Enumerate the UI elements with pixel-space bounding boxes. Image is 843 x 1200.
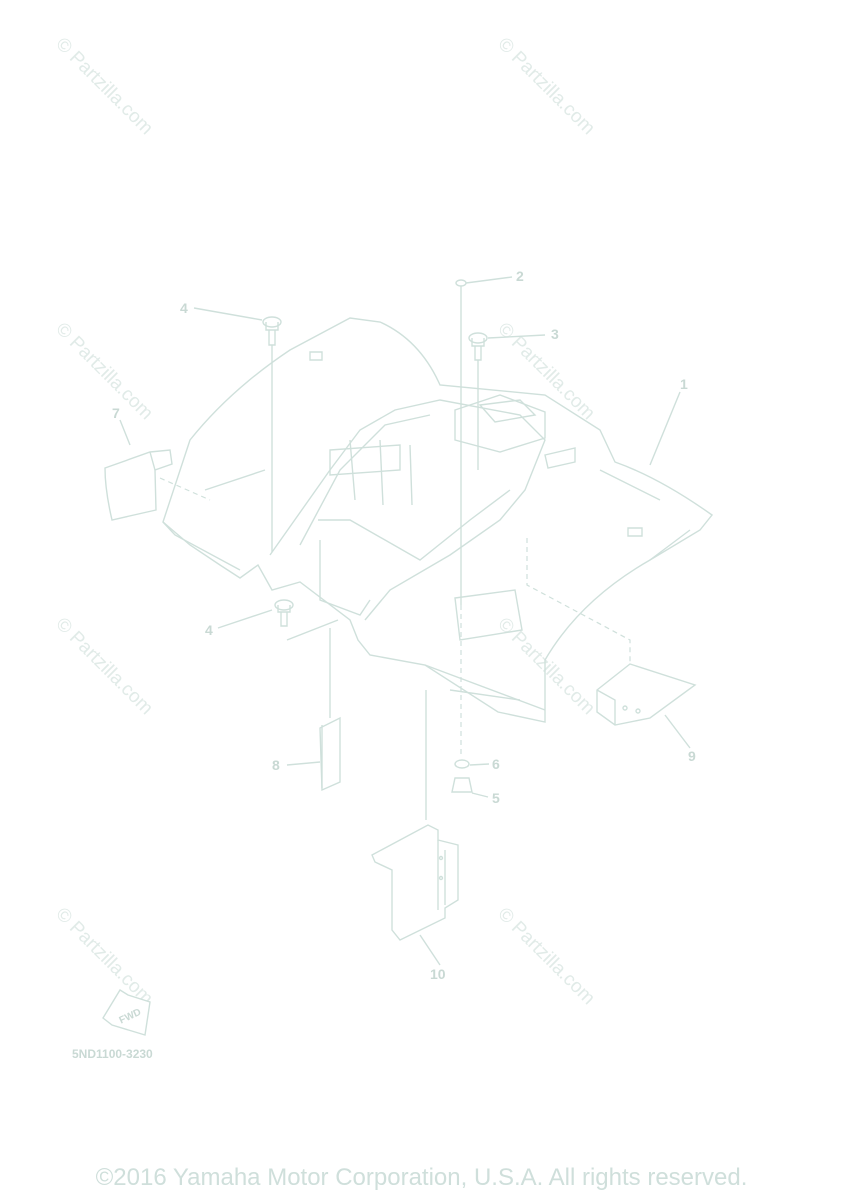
guard-part-10 — [371, 690, 459, 941]
watermark: © Partzilla.com — [51, 904, 156, 1009]
diagram-code: 5ND1100-3230 — [72, 1047, 153, 1061]
mud-flap-right-part — [526, 538, 697, 726]
mud-flap-left-part — [104, 449, 211, 521]
watermark: © Partzilla.com — [51, 34, 156, 139]
leader-lines — [119, 276, 691, 966]
callout-1: 1 — [680, 376, 688, 392]
callout-9: 9 — [688, 748, 696, 764]
watermark: © Partzilla.com — [493, 319, 598, 424]
rear-fender-part — [162, 317, 714, 723]
watermark: © Partzilla.com — [493, 614, 598, 719]
watermarks: © Partzilla.com © Partzilla.com © Partzi… — [51, 34, 598, 1009]
fwd-arrow-icon: FWD — [102, 989, 151, 1036]
copyright-notice: ©2016 Yamaha Motor Corporation, U.S.A. A… — [95, 1164, 748, 1191]
callout-5: 5 — [492, 790, 500, 806]
callout-6: 6 — [492, 756, 500, 772]
callout-10: 10 — [430, 966, 446, 982]
callouts: 1 2 3 4 4 5 6 7 8 9 10 — [112, 268, 696, 982]
watermark: © Partzilla.com — [493, 34, 598, 139]
watermark: © Partzilla.com — [51, 614, 156, 719]
watermark: © Partzilla.com — [51, 319, 156, 424]
callout-4-top: 4 — [180, 300, 188, 316]
callout-3: 3 — [551, 326, 559, 342]
callout-7: 7 — [112, 405, 120, 421]
fasteners — [262, 279, 488, 793]
callout-2: 2 — [516, 268, 524, 284]
guard-part-8 — [319, 628, 341, 792]
callout-8: 8 — [272, 757, 280, 773]
parts-diagram: © Partzilla.com © Partzilla.com © Partzi… — [51, 34, 714, 1061]
watermark: © Partzilla.com — [493, 904, 598, 1009]
callout-4-lower: 4 — [205, 622, 213, 638]
